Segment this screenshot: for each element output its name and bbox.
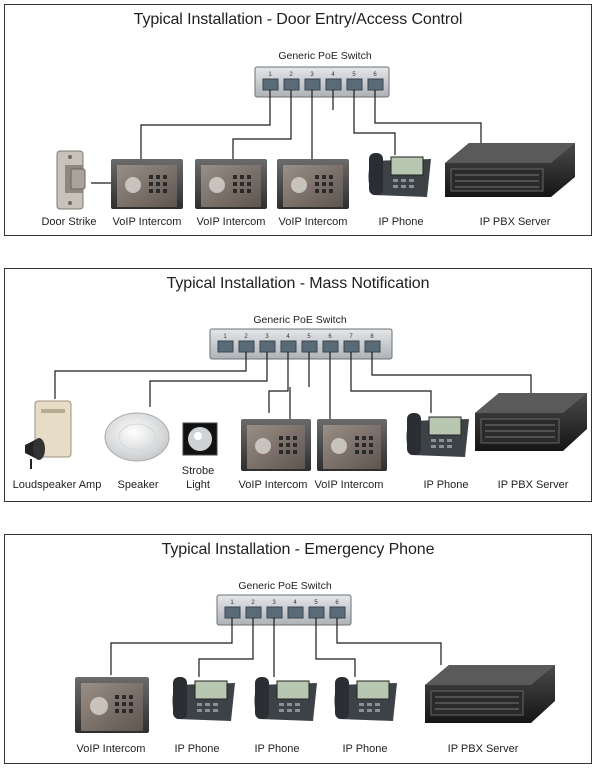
switch-label: Generic PoE Switch — [253, 314, 347, 326]
port-number: 1 — [268, 72, 272, 78]
voip-intercom-icon — [317, 419, 387, 471]
switch-label: Generic PoE Switch — [238, 580, 332, 592]
device-label: IP Phone — [254, 743, 300, 755]
port-number: 3 — [265, 334, 269, 340]
device-label: IP PBX Server — [479, 216, 551, 228]
device-label: VoIP Intercom — [238, 479, 308, 491]
network-cables — [54, 352, 532, 419]
port-number: 4 — [293, 600, 297, 606]
connection-diagram: 1 2 3 4 5 6 — [75, 594, 555, 733]
device-label: IP PBX Server — [447, 743, 519, 755]
port-number: 1 — [223, 334, 227, 340]
poe-switch: 1 2 3 4 5 6 — [254, 66, 390, 98]
voip-intercom-icon — [241, 419, 311, 471]
port-number: 7 — [349, 334, 353, 340]
poe-switch: 1 2 3 4 5 6 — [216, 594, 352, 626]
port-number: 3 — [310, 72, 314, 78]
switch-label: Generic PoE Switch — [278, 50, 372, 62]
port-number: 4 — [286, 334, 290, 340]
horn-speaker-icon — [25, 438, 45, 469]
ip-phone-icon — [172, 677, 235, 721]
voip-intercom-icon — [111, 159, 183, 209]
ceiling-speaker-icon — [104, 412, 170, 462]
ip-phone-icon — [406, 413, 469, 457]
device-label: IP Phone — [174, 743, 220, 755]
device-label: VoIP Intercom — [314, 479, 384, 491]
port-number: 2 — [289, 72, 293, 78]
device-label: VoIP Intercom — [196, 216, 266, 228]
device-label: Speaker — [117, 479, 159, 491]
connection-diagram: 1 2 3 4 5 6 7 8 — [25, 328, 587, 471]
diagram-title: Typical Installation - Mass Notification — [166, 275, 430, 292]
port-number: 6 — [373, 72, 377, 78]
port-number: 2 — [244, 334, 248, 340]
device-label: VoIP Intercom — [76, 743, 146, 755]
voip-intercom-icon — [277, 159, 349, 209]
network-cables — [110, 618, 442, 677]
ip-pbx-server-icon — [445, 143, 575, 197]
network-cables — [91, 90, 482, 184]
device-label: IP Phone — [378, 216, 424, 228]
voip-intercom-icon — [75, 677, 149, 733]
diagram-mass-notification: Typical Installation - Mass Notification… — [4, 268, 592, 502]
device-label: VoIP Intercom — [278, 216, 348, 228]
device-label: Strobe — [181, 465, 215, 477]
port-number: 3 — [272, 600, 276, 606]
voip-intercom-icon — [195, 159, 267, 209]
ip-pbx-server-icon — [425, 665, 555, 723]
port-number: 5 — [352, 72, 356, 78]
diagram-door-entry: Typical Installation - Door Entry/Access… — [4, 4, 592, 236]
port-number: 5 — [307, 334, 311, 340]
device-label: VoIP Intercom — [112, 216, 182, 228]
device-label: Light — [186, 479, 210, 491]
port-number: 6 — [335, 600, 339, 606]
device-label: IP PBX Server — [497, 479, 569, 491]
device-label: IP Phone — [423, 479, 469, 491]
ip-phone-icon — [334, 677, 397, 721]
diagram-title: Typical Installation - Emergency Phone — [161, 541, 435, 558]
ip-phone-icon — [368, 153, 431, 197]
port-number: 2 — [251, 600, 255, 606]
diagram-emergency-phone: Typical Installation - Emergency Phone G… — [4, 534, 592, 764]
diagram-title: Typical Installation - Door Entry/Access… — [133, 11, 463, 28]
ip-pbx-server-icon — [475, 393, 587, 451]
device-label: IP Phone — [342, 743, 388, 755]
port-number: 4 — [331, 72, 335, 78]
port-number: 6 — [328, 334, 332, 340]
port-number: 1 — [230, 600, 234, 606]
port-number: 5 — [314, 600, 318, 606]
door-strike-icon — [56, 150, 86, 210]
poe-switch: 1 2 3 4 5 6 7 8 — [209, 328, 393, 360]
port-number: 8 — [370, 334, 374, 340]
device-label: Door Strike — [41, 216, 97, 228]
ip-phone-icon — [254, 677, 317, 721]
connection-diagram: 1 2 3 4 5 6 — [56, 66, 575, 210]
strobe-light-icon — [182, 422, 218, 456]
device-label: Loudspeaker Amp — [12, 479, 102, 491]
